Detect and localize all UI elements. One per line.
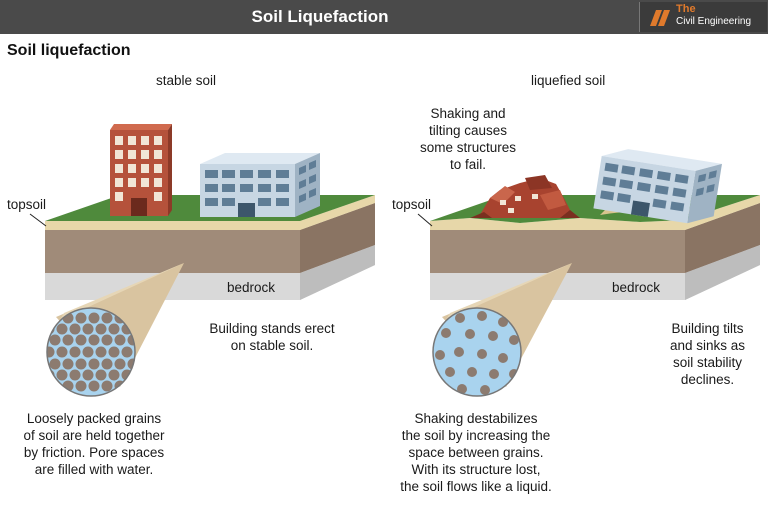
site-logo[interactable] bbox=[639, 2, 767, 32]
stable-grain-note: Loosely packed grains of soil are held t… bbox=[23, 411, 165, 477]
stable-soil-title: stable soil bbox=[156, 73, 217, 88]
bedrock-label-right: bedrock bbox=[612, 280, 661, 295]
logo-text-the: The bbox=[676, 3, 696, 15]
banner-title: Soil Liquefaction bbox=[251, 7, 389, 26]
topsoil-label-right: topsoil bbox=[392, 197, 432, 212]
tilted-office-building bbox=[593, 149, 722, 224]
collapsed-building-rubble bbox=[470, 175, 580, 218]
page-heading: Soil liquefaction bbox=[7, 42, 131, 59]
topsoil-pointer-left bbox=[29, 213, 47, 227]
grain-circle-stable bbox=[46, 307, 136, 397]
office-building bbox=[200, 153, 320, 217]
topsoil-pointer-right bbox=[417, 213, 433, 227]
tall-brick-building bbox=[110, 124, 172, 216]
logo-text-name: Civil Engineering bbox=[676, 16, 752, 27]
shaking-note: Shaking and tilting causes some structur… bbox=[419, 106, 517, 172]
liquefied-soil-title: liquefied soil bbox=[531, 73, 606, 88]
grain-circle-liquefied bbox=[432, 307, 522, 397]
logo-stripes-icon bbox=[650, 10, 670, 26]
liquefied-grain-note: Shaking destabilizes the soil by increas… bbox=[400, 411, 552, 494]
topsoil-label-left: topsoil bbox=[7, 197, 47, 212]
stable-building-note: Building stands erect on stable soil. bbox=[209, 321, 335, 353]
tilting-building-note: Building tilts and sinks as soil stabili… bbox=[669, 321, 746, 387]
bedrock-label-left: bedrock bbox=[227, 280, 276, 295]
